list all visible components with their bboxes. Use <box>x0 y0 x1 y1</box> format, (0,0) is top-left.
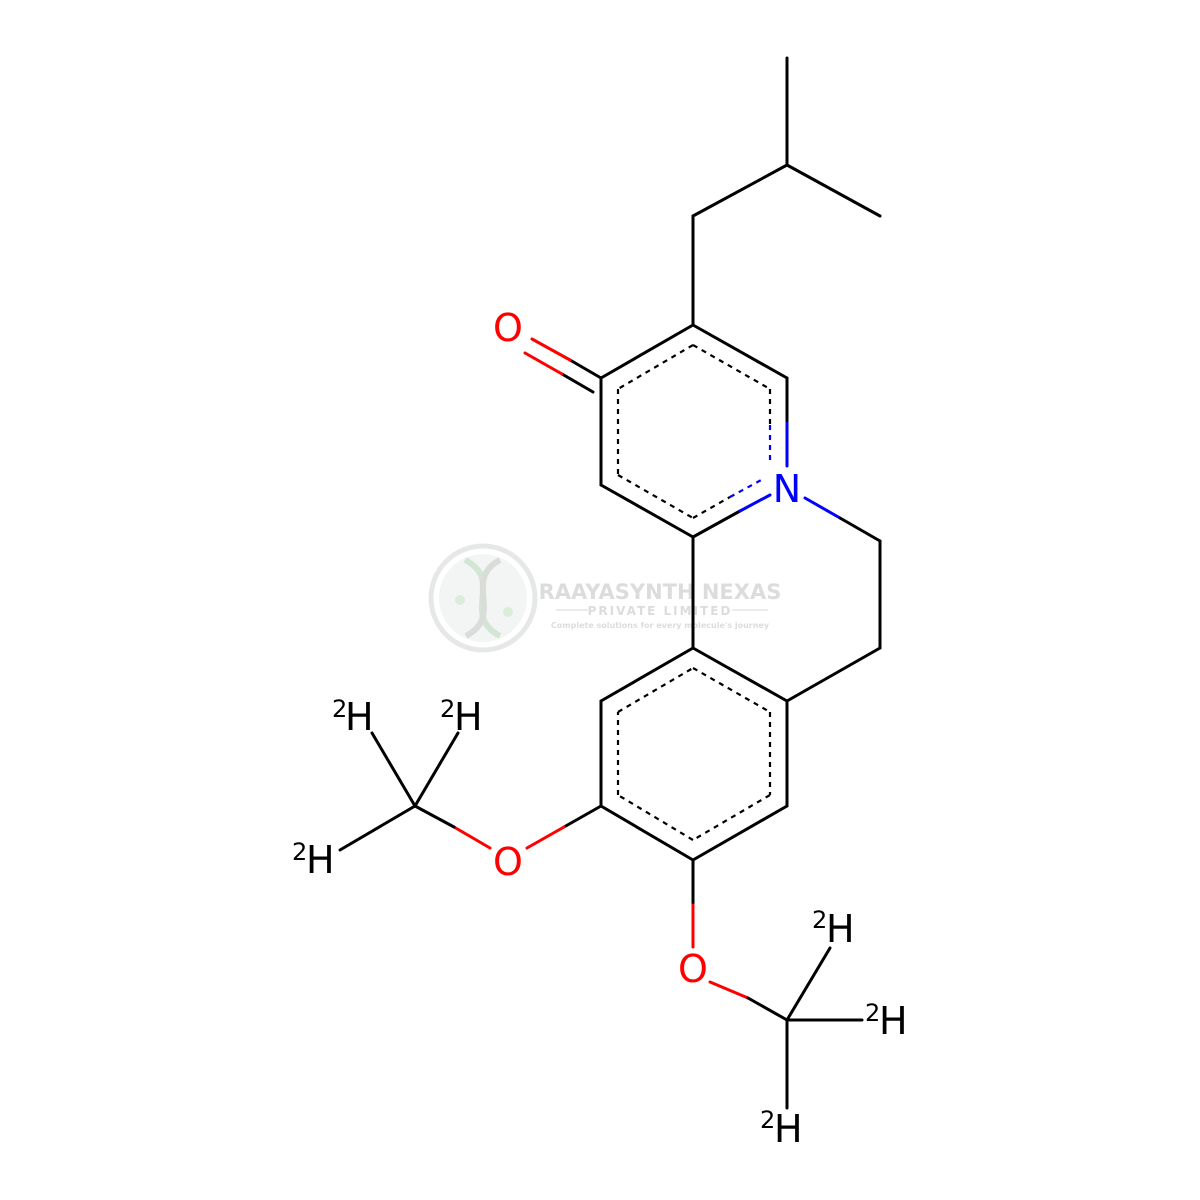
isotope-mass: 2 <box>812 906 827 934</box>
carbonyl-oxygen-label: O <box>493 306 523 350</box>
watermark-subtitle: PRIVATE LIMITED <box>588 604 733 618</box>
methoxy-d3-bottom <box>691 858 864 1110</box>
isotope-mass: 2 <box>760 1106 775 1134</box>
benzene-ring <box>599 535 789 862</box>
pyridinone-ring <box>599 323 789 539</box>
isotope-mass: 2 <box>332 695 347 723</box>
ring-nitrogen-label: N <box>773 467 801 511</box>
deuterium-label: 2 H <box>440 695 483 739</box>
deuterium-symbol: H <box>454 695 483 739</box>
deuterium-label: 2 H <box>865 999 908 1043</box>
isotope-mass: 2 <box>440 695 455 723</box>
methoxy-bottom-oxygen-label: O <box>678 947 708 991</box>
methoxy-d3-left <box>338 731 603 852</box>
deuterium-symbol: H <box>306 838 335 882</box>
deuterium-label: 2 H <box>292 838 335 882</box>
carbonyl-bond <box>523 337 603 394</box>
watermark: RAAYASYNTH NEXAS PRIVATE LIMITED Complet… <box>428 543 782 653</box>
deuterium-label: 2 H <box>812 906 855 951</box>
deuterium-symbol: H <box>879 999 908 1043</box>
deuterium-symbol: H <box>345 695 374 739</box>
watermark-company: RAAYASYNTH NEXAS <box>539 580 782 604</box>
isotope-mass: 2 <box>292 838 307 866</box>
deuterium-symbol: H <box>774 1107 803 1151</box>
methoxy-left-oxygen-label: O <box>493 840 523 884</box>
dna-helix-icon <box>428 543 538 653</box>
deuterium-label: 2 H <box>760 1106 803 1151</box>
isotope-mass: 2 <box>865 999 880 1027</box>
watermark-tagline: Complete solutions for every molecule's … <box>551 621 770 630</box>
isobutyl-chain <box>691 56 882 327</box>
deuterium-symbol: H <box>826 907 855 951</box>
deuterium-label: 2 H <box>332 695 374 739</box>
ethylene-bridge <box>785 496 882 703</box>
